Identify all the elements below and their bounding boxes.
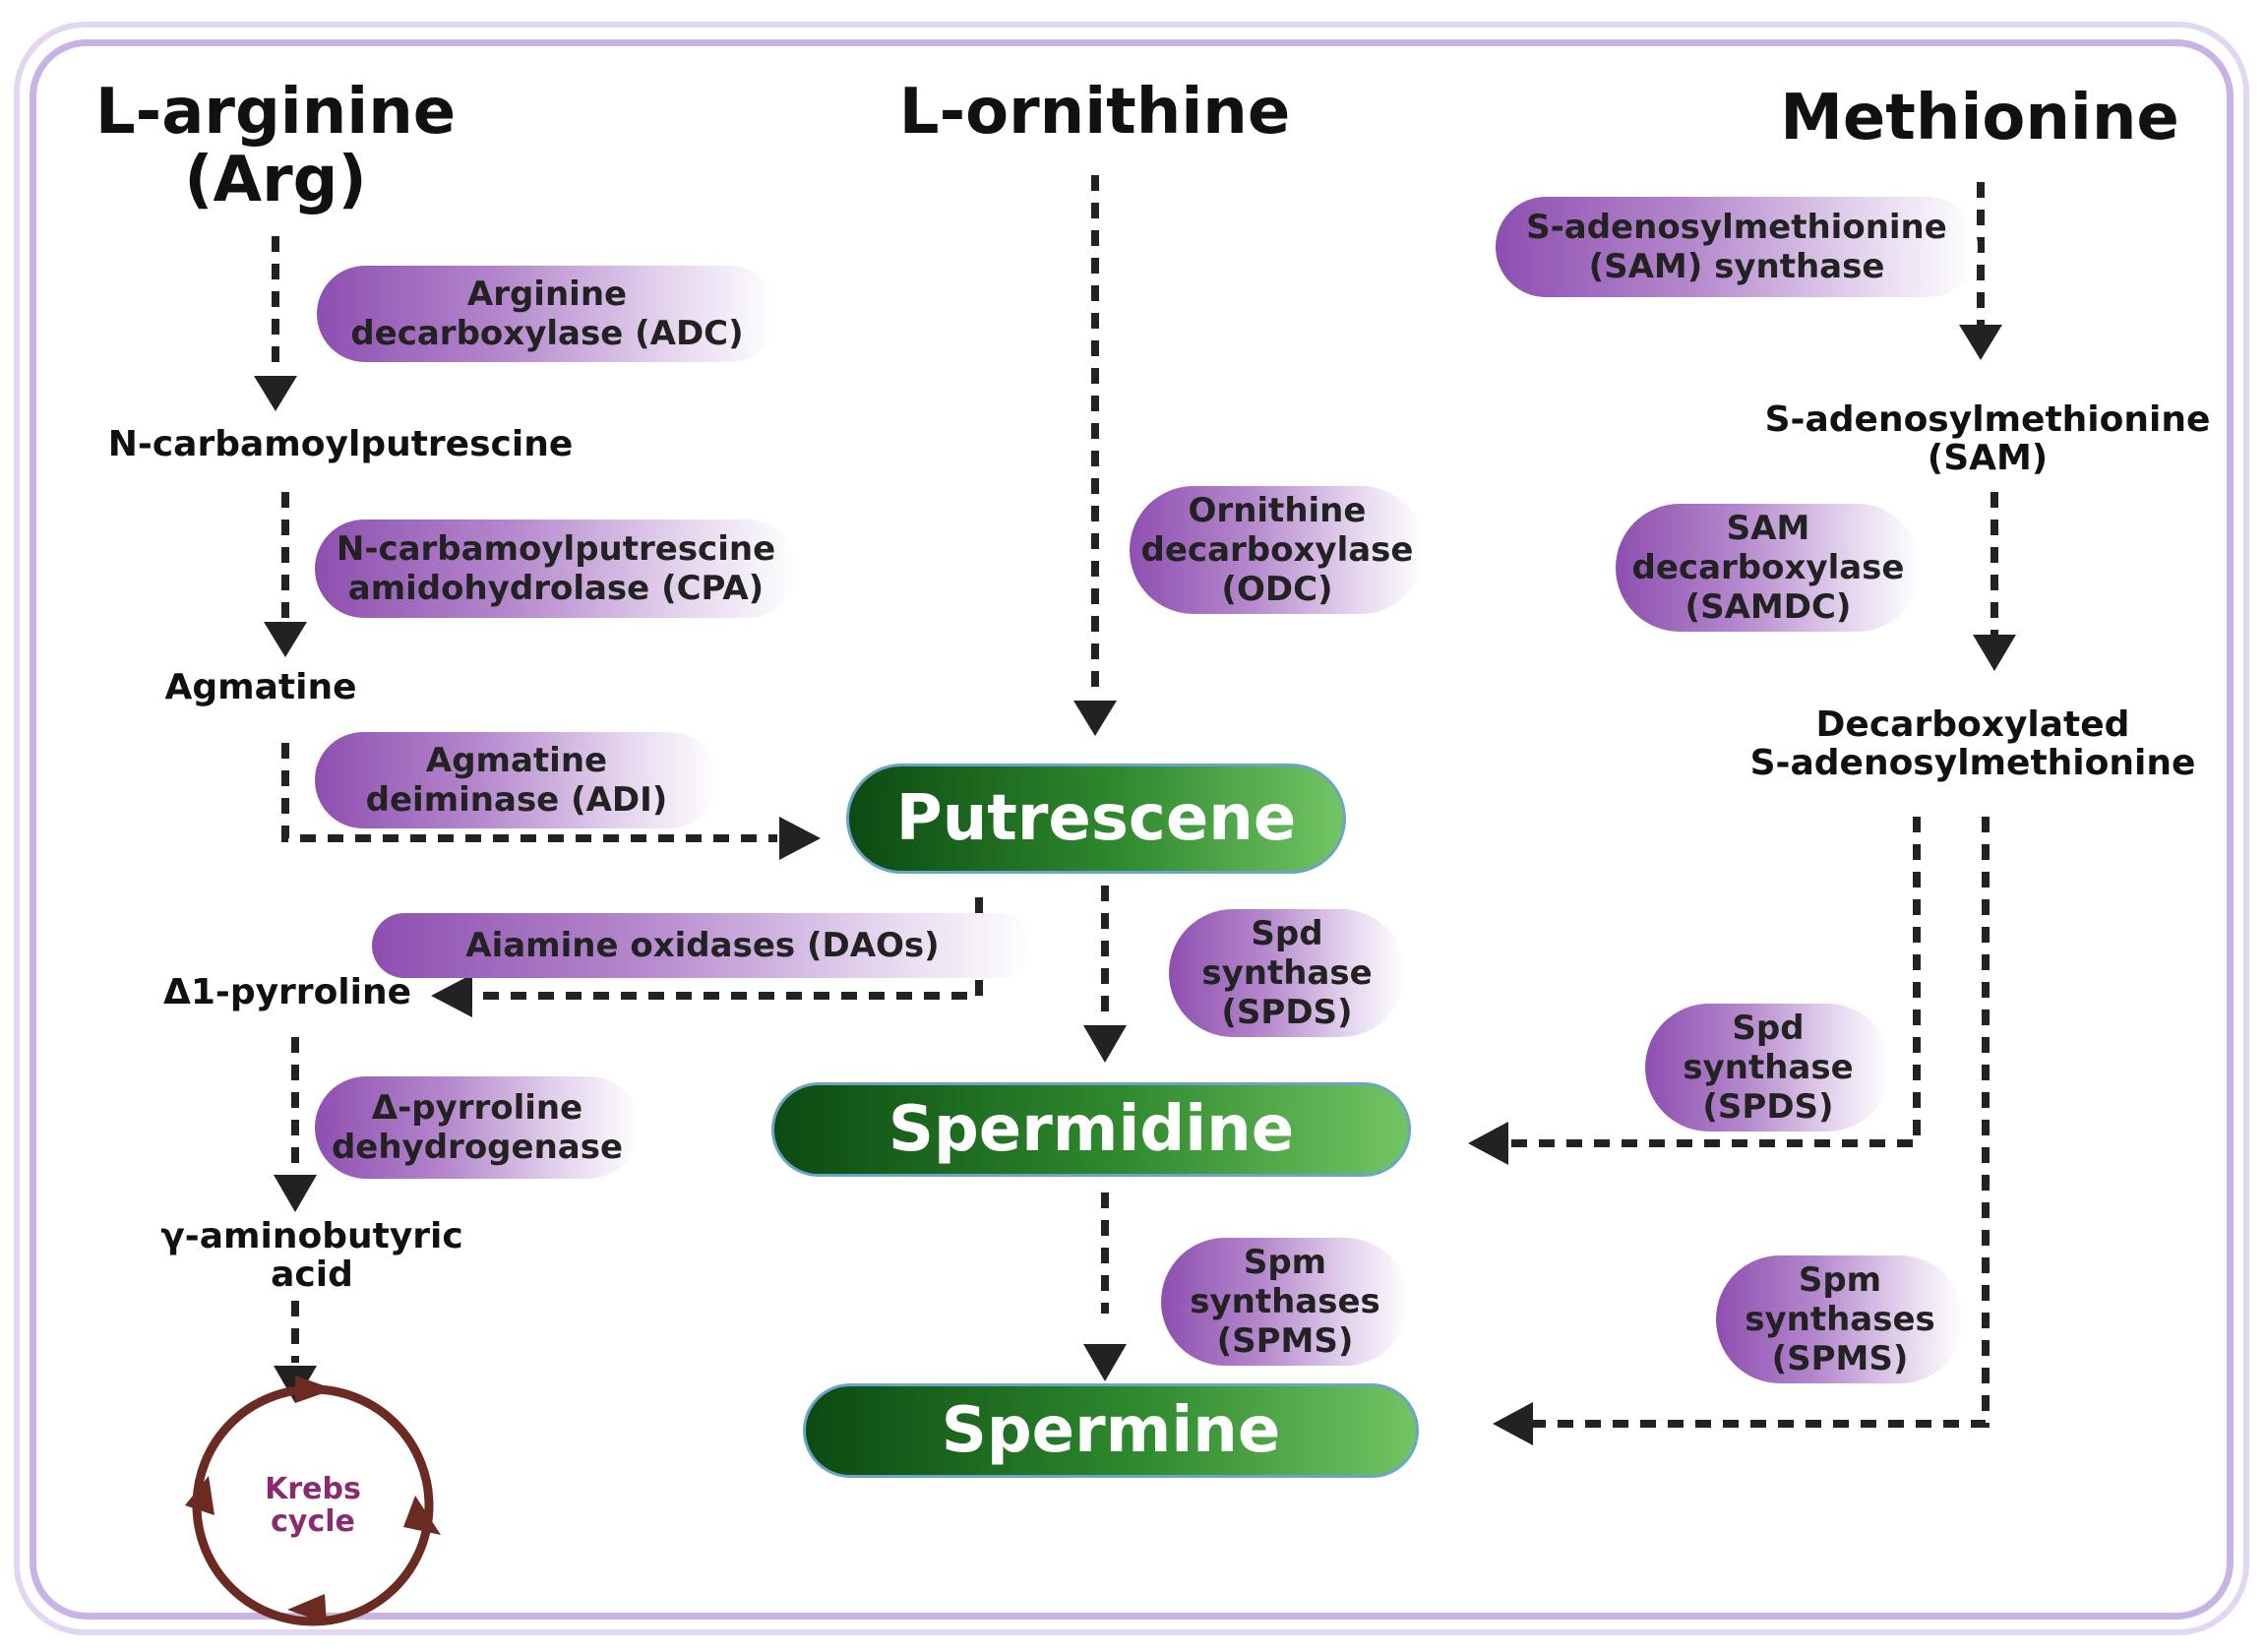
intermediate-n-carbamoylputrescine: N-carbamoylputrescine xyxy=(107,424,574,464)
arrowhead-ornithine xyxy=(1073,701,1117,736)
intermediate-sam: S-adenosylmethionine (SAM) xyxy=(1764,399,2211,478)
arrow-dcsam-to-spermine xyxy=(1530,817,1990,1428)
arrowhead-spermidine-center xyxy=(1083,1025,1127,1063)
enzyme-spds-center: Spd synthase (SPDS) xyxy=(1169,909,1405,1037)
intermediate-gaba: γ-aminobutyric acid xyxy=(160,1216,463,1295)
source-ornithine: L-ornithine xyxy=(898,76,1291,149)
intermediate-agmatine: Agmatine xyxy=(164,667,357,707)
enzyme-spms-center: Spm synthases (SPMS) xyxy=(1161,1238,1409,1366)
enzyme-daos: Aiamine oxidases (DAOs) xyxy=(372,913,1033,978)
arrowhead-dcsam xyxy=(1973,635,2016,671)
product-putrescine: Putrescene xyxy=(846,764,1346,874)
source-arginine: L-arginine (Arg) xyxy=(94,76,457,217)
source-methionine: Methionine xyxy=(1780,82,2179,154)
product-spermine: Spermine xyxy=(803,1383,1419,1478)
enzyme-adi: Agmatine deiminase (ADI) xyxy=(315,732,718,828)
enzyme-spds-right: Spd synthase (SPDS) xyxy=(1645,1004,1891,1132)
outer-frame xyxy=(14,22,2249,1635)
arrowhead-spermidine-right xyxy=(1468,1122,1508,1165)
arrowhead-ncp xyxy=(254,376,297,411)
arrow-agmatine-to-putrescine xyxy=(281,743,777,842)
krebs-cycle-arrowheads xyxy=(185,1376,441,1623)
arrowhead-spermine-right xyxy=(1493,1402,1533,1445)
krebs-cycle-label: Krebs cycle xyxy=(265,1472,361,1539)
arrowhead-agmatine xyxy=(264,622,307,657)
enzyme-pyrroline-dehydrogenase: Δ-pyrroline dehydrogenase xyxy=(315,1076,640,1179)
enzyme-samdc: SAM decarboxylase (SAMDC) xyxy=(1616,504,1921,632)
enzyme-adc: Arginine decarboxylase (ADC) xyxy=(317,266,777,362)
arrowhead-putrescine-left xyxy=(779,817,821,860)
enzyme-odc: Ornithine decarboxylase (ODC) xyxy=(1130,486,1425,614)
product-spermidine: Spermidine xyxy=(771,1082,1411,1177)
enzyme-sam-synthase: S-adenosylmethionine (SAM) synthase xyxy=(1496,197,1978,297)
enzyme-cpa: N-carbamoylputrescine amidohydrolase (CP… xyxy=(315,520,797,618)
arrowhead-gaba xyxy=(274,1175,317,1212)
intermediate-pyrroline: Δ1-pyrroline xyxy=(162,972,412,1012)
arrowhead-spermine-center xyxy=(1083,1344,1127,1381)
arrowhead-pyrroline xyxy=(431,974,472,1017)
enzyme-spms-right: Spm synthases (SPMS) xyxy=(1716,1255,1964,1383)
intermediate-decarboxylated-sam: Decarboxylated S-adenosylmethionine xyxy=(1749,704,2196,783)
arrowhead-sam xyxy=(1959,325,2002,360)
inner-frame xyxy=(30,39,2234,1620)
